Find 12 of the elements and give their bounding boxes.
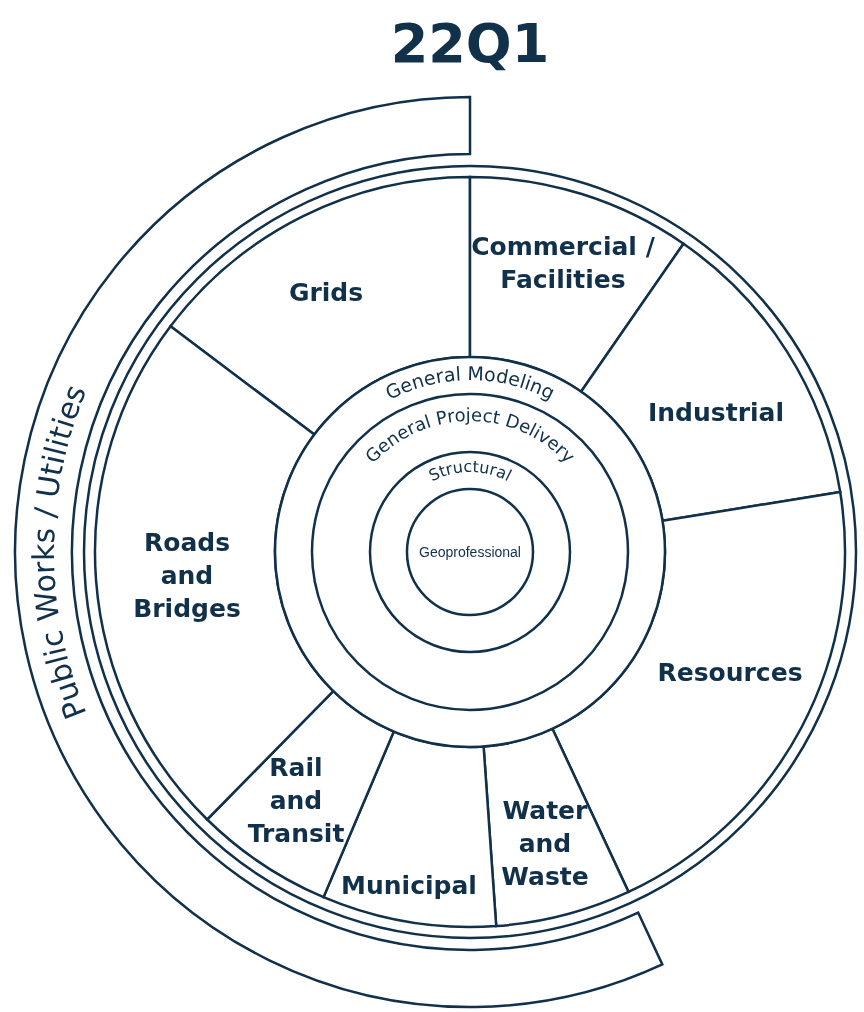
segment-label: Commercial / Facilities xyxy=(471,231,655,294)
segment-label: Resources xyxy=(657,658,803,687)
segment-label: Roads and Bridges xyxy=(133,528,241,623)
ring-label: Structural xyxy=(425,456,515,486)
segment-label: Water and Waste xyxy=(501,796,589,891)
segment-label: Industrial xyxy=(648,398,784,427)
center-circle xyxy=(405,487,535,617)
segment-label: Municipal xyxy=(341,871,477,900)
segment-label: Grids xyxy=(288,278,364,307)
segment-label: Rail and Transit xyxy=(247,753,345,848)
title: 22Q1 xyxy=(390,12,550,75)
center-label: Geoprofessional xyxy=(419,544,521,560)
